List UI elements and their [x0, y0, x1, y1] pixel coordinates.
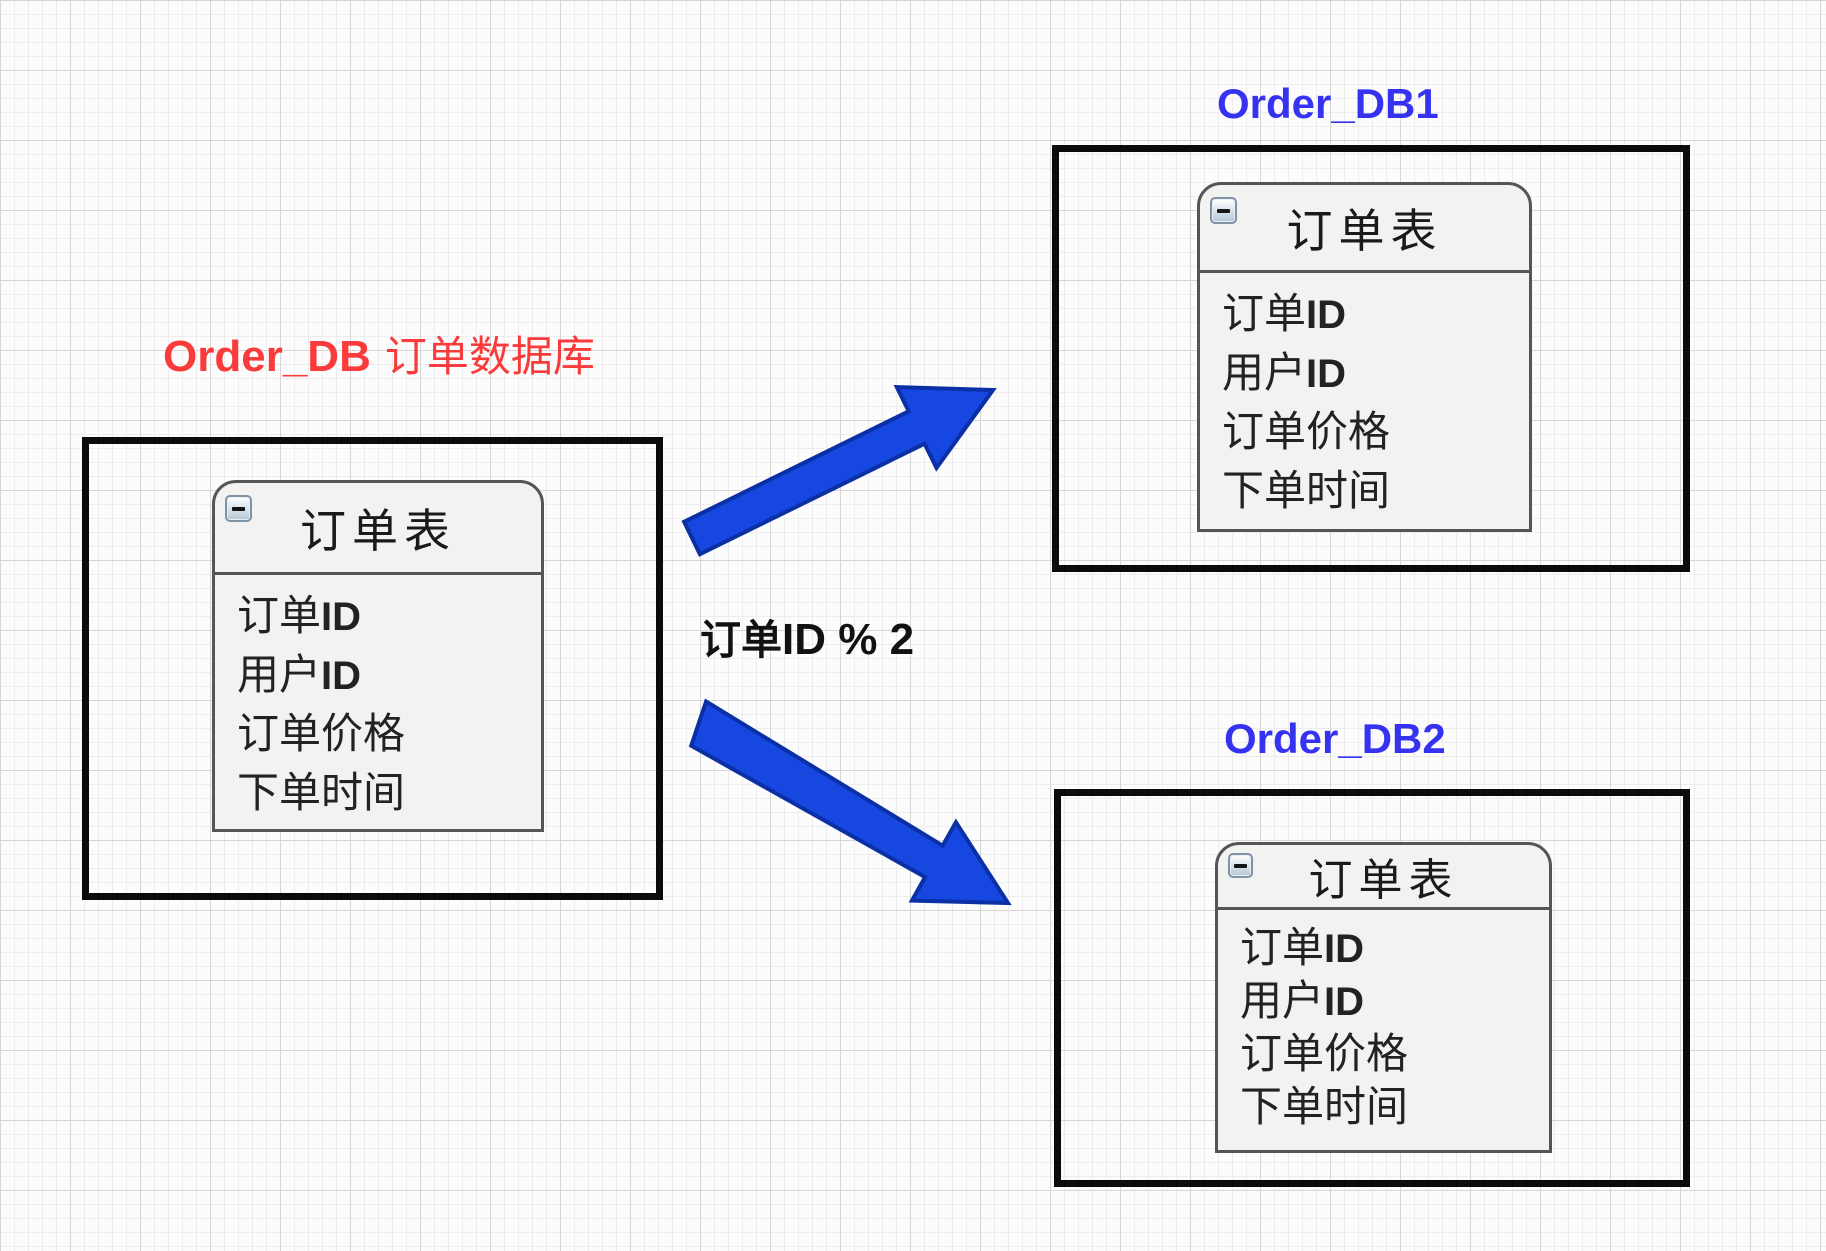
- field-order-price: 订单价格: [1240, 1029, 1409, 1078]
- minus-collapse-icon[interactable]: [1228, 853, 1253, 878]
- entity-title: 订单表: [1308, 855, 1459, 906]
- entity-field-list: 订单ID 用户ID 订单价格 下单时间: [1218, 910, 1549, 1134]
- field-order-price: 订单价格: [1222, 407, 1391, 456]
- field-order-id: 订单ID: [1240, 923, 1365, 972]
- shard1-db-label: Order_DB1: [1217, 80, 1439, 127]
- entity-header: 订单表: [1218, 845, 1549, 910]
- source-db-label-zh: 订单数据库: [384, 332, 595, 381]
- field-order-time: 下单时间: [1240, 1082, 1409, 1131]
- shard-rule-label: 订单ID % 2: [700, 606, 914, 666]
- shard2-db-box: [1054, 789, 1690, 1187]
- shard2-db-label: Order_DB2: [1224, 715, 1446, 762]
- minus-collapse-icon[interactable]: [1210, 197, 1237, 224]
- field-order-id: 订单ID: [1222, 289, 1347, 338]
- minus-glyph: [1217, 208, 1230, 213]
- shard1-db-box: [1052, 145, 1690, 572]
- entity-header: 订单表: [215, 483, 541, 575]
- shard1-order-table-entity: 订单表 订单ID 用户ID 订单价格 下单时间: [1197, 182, 1532, 532]
- shard-rule-zh: 订单: [700, 616, 782, 664]
- source-db-label: Order_DB 订单数据库: [163, 323, 595, 384]
- entity-header: 订单表: [1200, 185, 1529, 273]
- entity-title: 订单表: [300, 503, 456, 558]
- field-user-id: 用户ID: [237, 650, 362, 699]
- field-user-id: 用户ID: [1240, 976, 1365, 1025]
- shard-rule-en: ID % 2: [782, 615, 915, 664]
- arrow-to-shard2: [688, 698, 1012, 906]
- shard2-order-table-entity: 订单表 订单ID 用户ID 订单价格 下单时间: [1215, 842, 1552, 1153]
- field-order-price: 订单价格: [237, 709, 406, 758]
- source-db-label-en: Order_DB: [163, 332, 371, 381]
- source-order-table-entity: 订单表 订单ID 用户ID 订单价格 下单时间: [212, 480, 544, 832]
- field-user-id: 用户ID: [1222, 348, 1347, 397]
- entity-field-list: 订单ID 用户ID 订单价格 下单时间: [1200, 273, 1529, 521]
- field-order-id: 订单ID: [237, 591, 362, 640]
- minus-collapse-icon[interactable]: [225, 495, 252, 522]
- field-order-time: 下单时间: [237, 768, 406, 817]
- source-db-box: [82, 437, 663, 900]
- entity-title: 订单表: [1286, 203, 1443, 258]
- minus-glyph: [1234, 863, 1247, 868]
- field-order-time: 下单时间: [1222, 466, 1391, 515]
- entity-field-list: 订单ID 用户ID 订单价格 下单时间: [215, 575, 541, 823]
- minus-glyph: [232, 506, 245, 511]
- arrow-to-shard1: [681, 385, 997, 557]
